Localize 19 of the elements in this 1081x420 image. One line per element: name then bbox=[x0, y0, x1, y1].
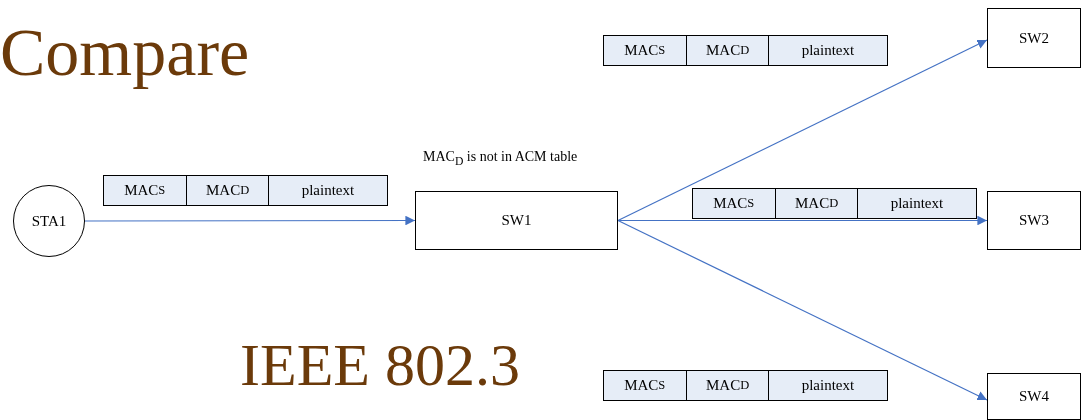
arrow bbox=[617, 215, 988, 226]
packet-frame bbox=[102, 175, 388, 206]
node-box: SW3 bbox=[987, 191, 1081, 250]
node-note: MAC$_{D}$ is not in ACM table bbox=[423, 149, 578, 168]
node-circle: STA1 bbox=[13, 185, 85, 257]
packet-field: plaintext bbox=[769, 371, 887, 400]
packet-frame bbox=[602, 370, 888, 401]
arrow bbox=[617, 219, 988, 401]
caption: IEEE 802.3 bbox=[240, 335, 520, 395]
node-box: SW2 bbox=[987, 8, 1081, 68]
packet-field: plaintext bbox=[769, 36, 887, 65]
node-box: SW4 bbox=[987, 373, 1081, 420]
node-box: SW1 bbox=[415, 191, 618, 250]
packet-frame bbox=[602, 35, 888, 66]
packet-frame bbox=[691, 188, 977, 219]
packet-field: plaintext bbox=[269, 176, 387, 205]
packet-field: plaintext bbox=[858, 189, 976, 218]
arrow bbox=[617, 39, 988, 222]
arrow bbox=[84, 215, 416, 226]
